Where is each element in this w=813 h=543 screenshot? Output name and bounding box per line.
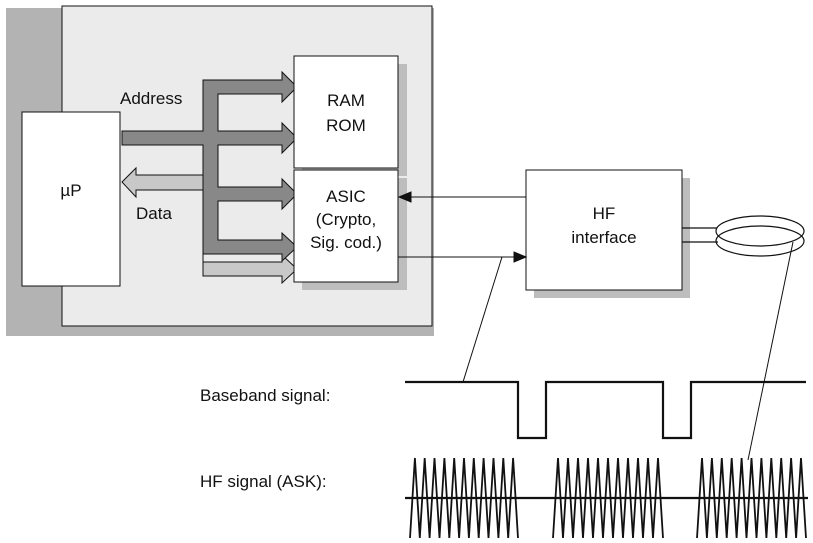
hf-pointer-line — [747, 241, 794, 461]
memory-block: RAM ROM — [293, 55, 399, 169]
data-bus-label: Data — [136, 204, 172, 223]
data-bus — [121, 166, 298, 285]
microprocessor-box — [21, 111, 121, 287]
hf-to-asic-arrowhead — [397, 191, 412, 203]
hf-interface-box — [525, 169, 683, 291]
hf-ask-waveform — [405, 457, 808, 539]
baseband-signal-label: Baseband signal: — [200, 386, 330, 405]
asic-hf-connections — [397, 191, 528, 263]
address-bus — [121, 70, 298, 263]
asic-block: ASIC (Crypto, Sig. cod.) — [293, 169, 399, 283]
memory-label-rom: ROM — [326, 116, 366, 135]
asic-label-line1: ASIC — [326, 187, 366, 206]
hf-burst-1 — [409, 457, 519, 539]
hf-label-line2: interface — [571, 228, 636, 247]
microprocessor-label: µP — [60, 181, 81, 200]
microprocessor-block: µP — [21, 111, 121, 287]
memory-label-ram: RAM — [327, 91, 365, 110]
hf-burst-2 — [552, 457, 664, 539]
hf-burst-3 — [696, 457, 807, 539]
hf-interface-block: HF interface — [525, 169, 683, 291]
address-bus-label: Address — [120, 89, 182, 108]
asic-to-hf-arrowhead — [513, 251, 528, 263]
hf-signal-label: HF signal (ASK): — [200, 472, 327, 491]
asic-label-line3: Sig. cod.) — [310, 233, 382, 252]
asic-label-line2: (Crypto, — [316, 210, 376, 229]
baseband-waveform — [405, 380, 806, 440]
pointer-lines — [462, 241, 794, 461]
asic-box — [293, 169, 399, 283]
memory-box — [293, 55, 399, 169]
baseband-pointer-line — [462, 256, 503, 383]
bus-network — [121, 70, 298, 285]
antenna-coil-icon — [682, 215, 805, 257]
hf-label-line1: HF — [593, 204, 616, 223]
